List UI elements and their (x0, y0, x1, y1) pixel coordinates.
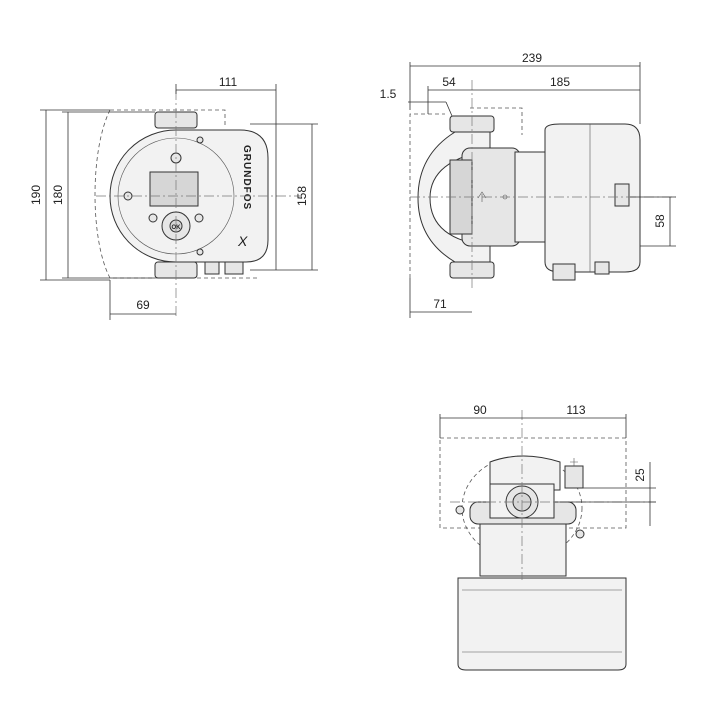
dim-1-5: 1.5 (380, 87, 397, 101)
logo-mark: X (237, 233, 248, 249)
dim-190: 190 (29, 185, 43, 205)
side-plug-2 (594, 261, 610, 275)
side-envelope (409, 107, 523, 278)
side-view: 239 54 185 1.5 58 71 (380, 51, 676, 318)
bottom-view: 90 113 25 (439, 403, 656, 671)
front-display (149, 171, 199, 207)
bottom-plug (564, 465, 584, 489)
dim-90: 90 (473, 403, 487, 417)
side-terminal-box (614, 183, 630, 207)
dim-185: 185 (550, 75, 570, 89)
front-connector-1 (204, 261, 220, 275)
front-connector-2 (224, 261, 244, 275)
dim-69: 69 (136, 298, 150, 312)
flow-arrow-icon (477, 191, 487, 202)
bottom-motor (457, 577, 627, 671)
dim-158: 158 (295, 186, 309, 206)
ok-button-label: OK (172, 225, 182, 231)
dim-58: 58 (653, 214, 667, 228)
dim-239: 239 (522, 51, 542, 65)
bottom-envelope (439, 437, 627, 529)
grundfos-logo: GRUNDFOS (241, 145, 252, 210)
dim-111: 111 (219, 75, 238, 89)
front-screw-bottom (196, 248, 204, 256)
dim-180: 180 (51, 185, 65, 205)
side-motor-housing (544, 123, 641, 273)
front-led-left (148, 213, 158, 223)
bottom-volute (489, 455, 561, 491)
side-plug (552, 263, 576, 281)
dim-25: 25 (633, 468, 647, 482)
front-led-right (194, 213, 204, 223)
bottom-neck (479, 523, 567, 577)
dim-113: 113 (566, 403, 585, 417)
front-view: OK GRUNDFOS X 111 190 180 158 69 (29, 75, 318, 320)
front-screw-top (196, 136, 204, 144)
dim-71: 71 (433, 297, 447, 311)
front-envelope (94, 109, 258, 279)
dim-54: 54 (442, 75, 456, 89)
